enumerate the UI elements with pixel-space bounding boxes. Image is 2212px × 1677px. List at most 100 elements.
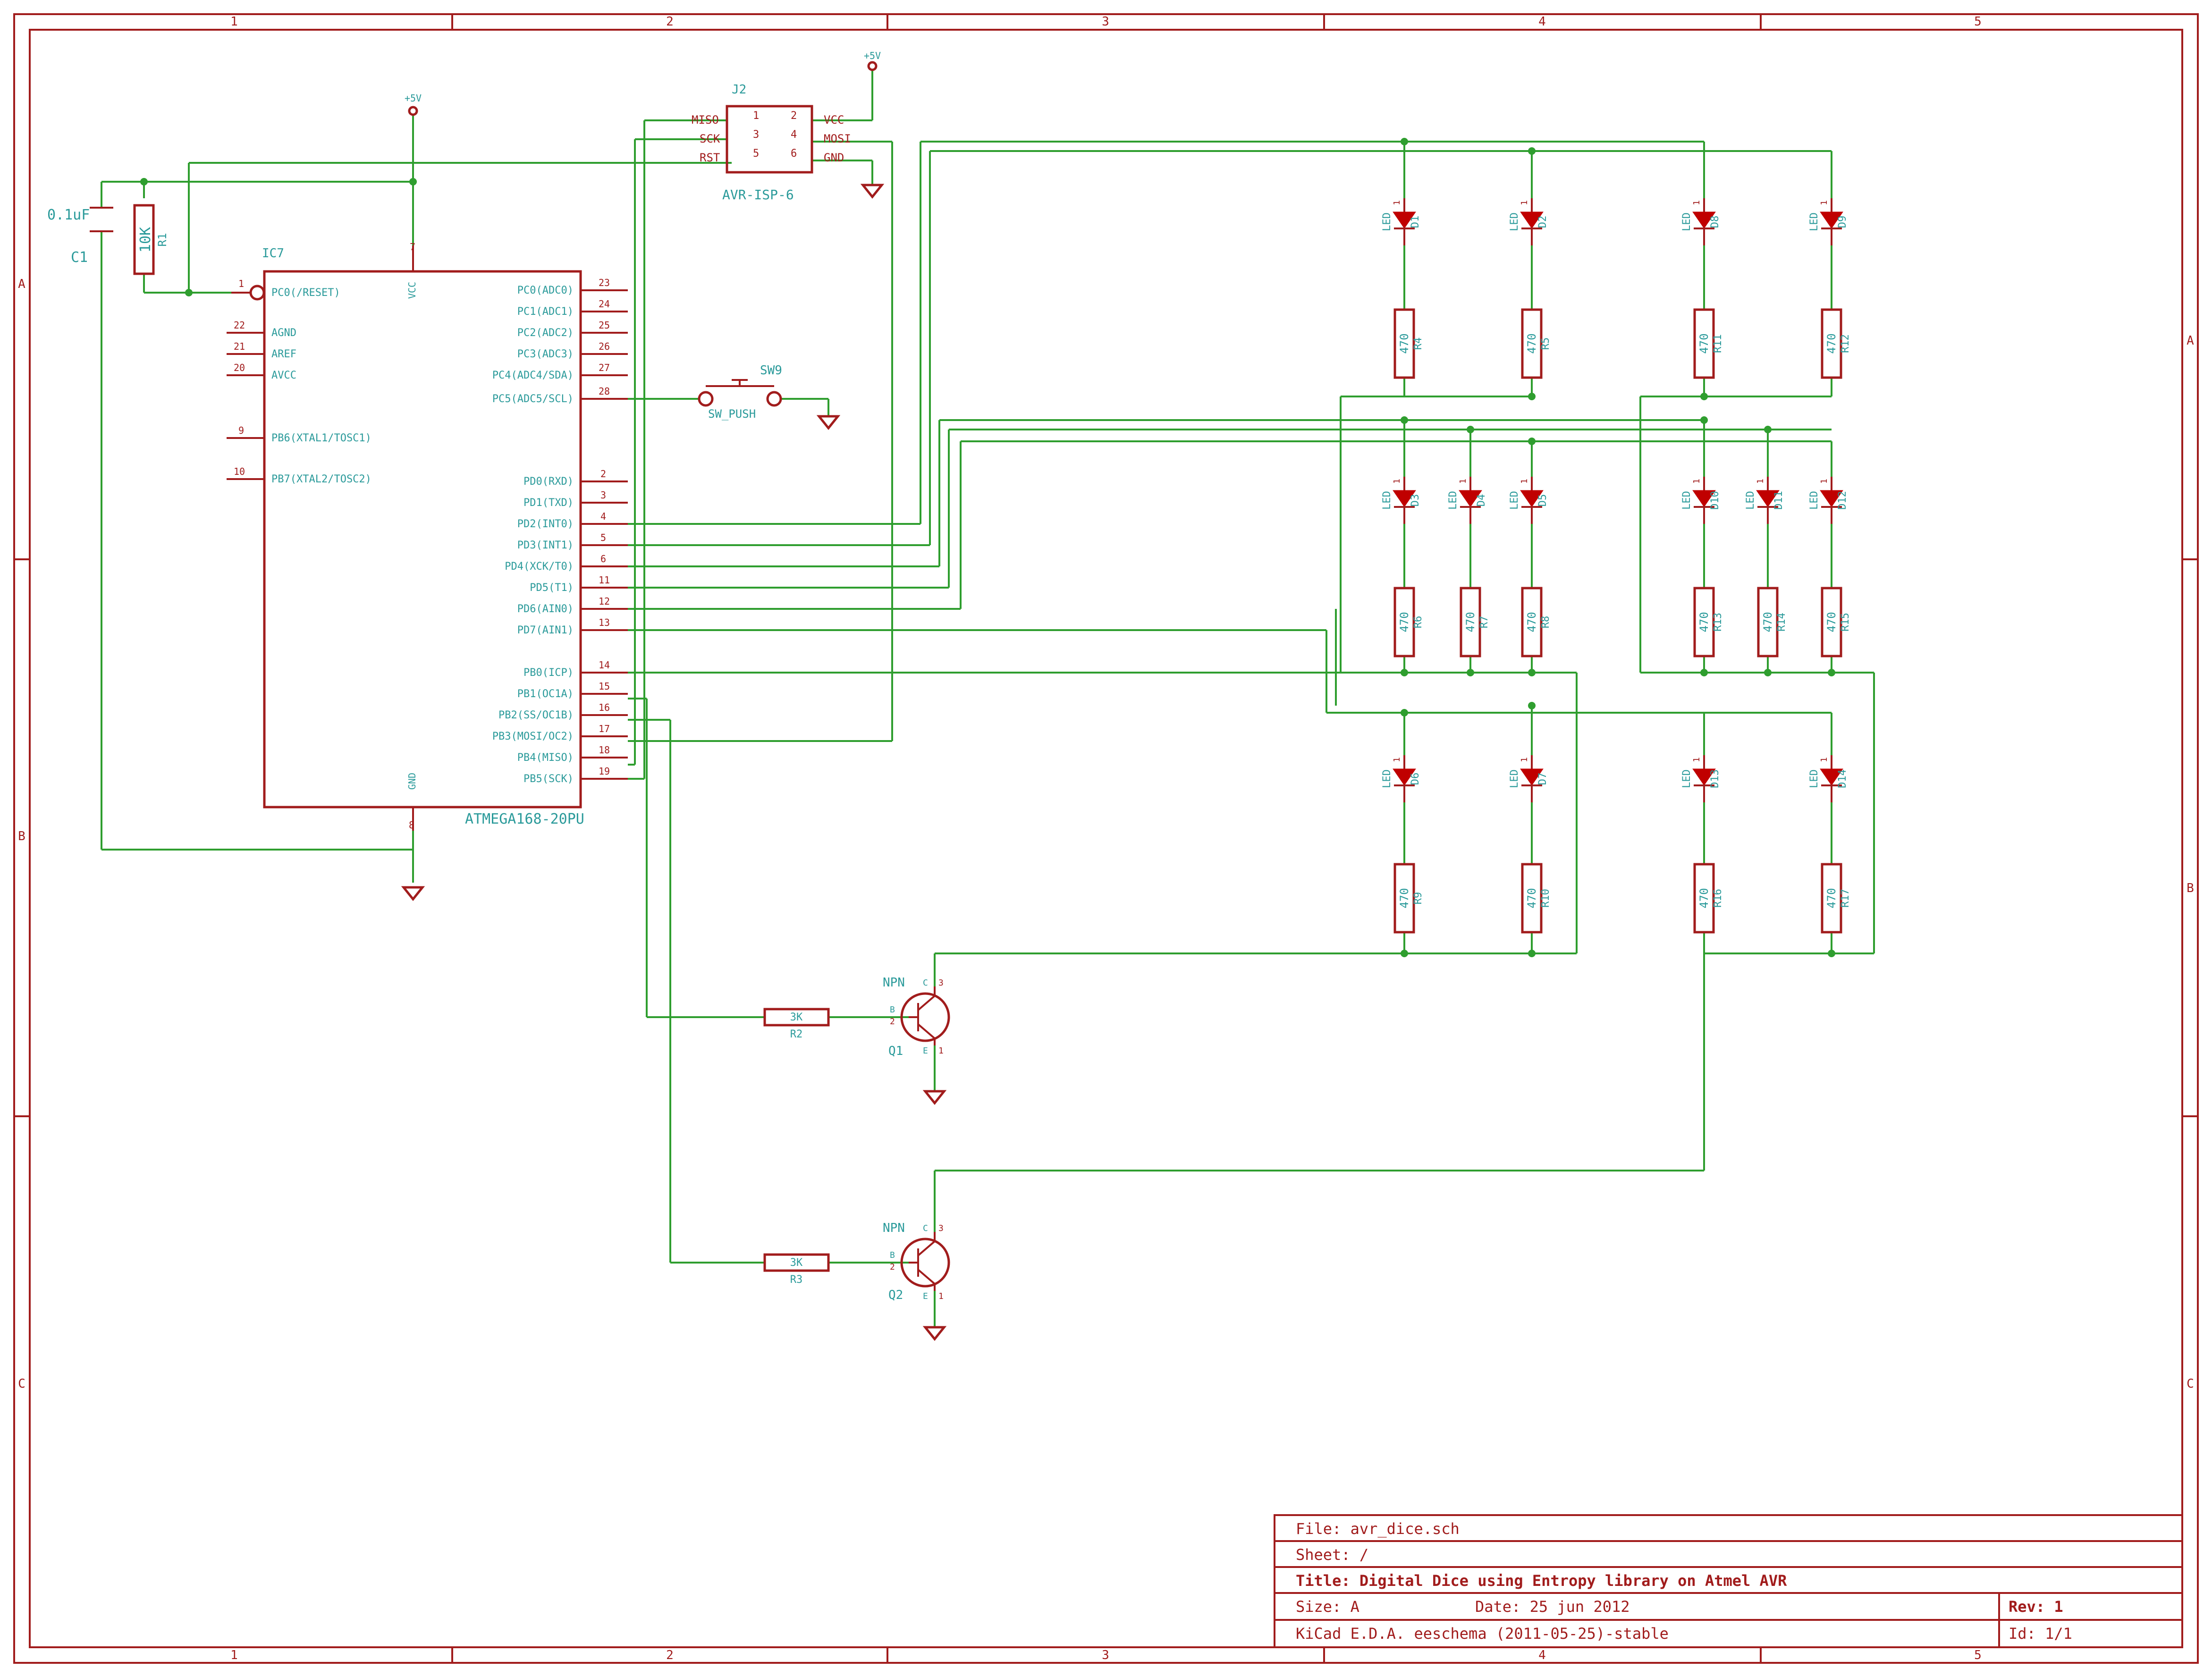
capacitor-c1: 0.1uF C1 — [47, 207, 113, 266]
led-d10-pin-a: 1 — [1692, 479, 1702, 484]
ic7-right-pin-num-26: 26 — [599, 341, 610, 352]
ic7-right-pin-name-25: PC2(ADC2) — [517, 327, 574, 339]
led-d3-pin-a: 1 — [1392, 479, 1402, 484]
col-2-top: 2 — [666, 15, 674, 29]
q2-type: NPN — [883, 1221, 905, 1235]
j2-label-vcc: VCC — [824, 113, 844, 126]
led-d8-value: LED — [1681, 212, 1693, 231]
j2-label-gnd: GND — [824, 151, 844, 164]
q1-pin-e-num: 1 — [938, 1046, 944, 1056]
r3-value: 3K — [790, 1257, 803, 1269]
led-d5-pin-a: 1 — [1520, 479, 1529, 484]
led-d1-ref: D1 — [1410, 216, 1421, 228]
q2-pin-b: B — [890, 1250, 895, 1260]
ic7-left-pin-num-21: 21 — [234, 341, 245, 352]
led-d11-ref: D11 — [1773, 491, 1785, 510]
ic7-pin8-num: 8 — [409, 819, 414, 831]
ic7-left-pin-num-22: 22 — [234, 320, 245, 331]
j2-label-rst: RST — [700, 151, 720, 164]
ic7-vcc-name: VCC — [406, 282, 418, 299]
led-d13: LED D13 1 — [1681, 755, 1721, 802]
row-b-left: B — [18, 829, 25, 843]
title-block-date: Date: 25 jun 2012 — [1475, 1598, 1630, 1616]
ic7-right-pin-name-28: PC5(ADC5/SCL) — [492, 393, 574, 405]
col-3-bottom: 3 — [1102, 1648, 1109, 1662]
row-b-right: B — [2187, 881, 2194, 895]
led-d10: LED D10 1 — [1681, 477, 1721, 524]
ground-symbols — [401, 184, 947, 1341]
led-d7-ref: D7 — [1537, 773, 1549, 785]
led-d3-ref: D3 — [1410, 494, 1421, 507]
vcc-label-ic: +5V — [405, 93, 422, 104]
r6-value: 470 — [1398, 612, 1411, 632]
r10-value: 470 — [1525, 888, 1538, 908]
sw9-ref: SW9 — [760, 363, 782, 378]
j2-label-sck: SCK — [700, 132, 720, 145]
led-d6-value: LED — [1381, 769, 1393, 788]
led-d4-ref: D4 — [1476, 494, 1487, 507]
led-d11-pin-a: 1 — [1756, 479, 1765, 484]
led-d12-pin-a: 1 — [1819, 479, 1829, 484]
j2-pin-4: 4 — [791, 129, 797, 141]
led-d9-value: LED — [1808, 212, 1820, 231]
ic7-left-pin-num-9: 9 — [238, 425, 244, 436]
led-d9-ref: D9 — [1837, 216, 1849, 228]
r8-ref: R8 — [1540, 616, 1552, 629]
ic7-right-pin-name-4: PD2(INT0) — [517, 518, 574, 530]
led-d6-ref: D6 — [1410, 773, 1421, 785]
resistor-r2: 3K R2 — [763, 1008, 830, 1040]
ic7-right-pin-num-4: 4 — [600, 511, 606, 522]
j2-pin-1: 1 — [753, 110, 759, 122]
q1-pin-c: C — [923, 978, 928, 988]
led-d4-value: LED — [1447, 491, 1459, 510]
title-block-kicad: KiCad E.D.A. eeschema (2011-05-25)-stabl… — [1296, 1625, 1669, 1643]
r16-value: 470 — [1697, 888, 1711, 908]
led-d7-value: LED — [1509, 769, 1520, 788]
q1-type: NPN — [883, 976, 905, 990]
isp-header-j2: J2 AVR-ISP-6 MISO SCK RST VCC MOSI GND 1… — [692, 83, 851, 202]
vcc-symbol-isp: +5V — [864, 50, 881, 71]
ic7-right-pin-num-27: 27 — [599, 362, 610, 373]
title-block-id: Id: 1/1 — [2009, 1625, 2072, 1643]
led-d8: LED D8 1 — [1681, 198, 1721, 245]
led-d6: LED D6 1 — [1381, 755, 1421, 802]
r17-ref: R17 — [1840, 889, 1851, 908]
r14-ref: R14 — [1776, 613, 1788, 632]
ic7-right-pin-num-17: 17 — [599, 723, 610, 734]
ic7-left-pin-name-10: PB7(XTAL2/TOSC2) — [271, 473, 371, 485]
led-d12-ref: D12 — [1837, 491, 1849, 510]
ic7-right-pin-name-14: PB0(ICP) — [523, 667, 574, 679]
ic7-right-pin-name-15: PB1(OC1A) — [517, 688, 574, 700]
r16-ref: R16 — [1712, 889, 1724, 908]
led-d9-pin-a: 1 — [1819, 200, 1829, 205]
q1-pin-c-num: 3 — [938, 978, 944, 988]
r4-ref: R4 — [1412, 337, 1424, 350]
vcc-label-isp: +5V — [864, 50, 881, 61]
r9-value: 470 — [1398, 888, 1411, 908]
title-block-rev: Rev: 1 — [2009, 1598, 2063, 1616]
ic7-gnd-name: GND — [406, 773, 418, 790]
ic7-left-pin-num-20: 20 — [234, 362, 245, 373]
q2-pin-b-num: 2 — [890, 1262, 895, 1272]
j2-label-mosi: MOSI — [824, 132, 851, 145]
r4-value: 470 — [1398, 333, 1411, 354]
led-d4: LED D4 1 — [1447, 477, 1487, 524]
r6-ref: R6 — [1412, 616, 1424, 629]
j2-pin-2: 2 — [791, 110, 797, 122]
j2-pin-5: 5 — [753, 148, 759, 160]
r10-ref: R10 — [1540, 889, 1552, 908]
r5-ref: R5 — [1540, 337, 1552, 350]
led-d13-value: LED — [1681, 769, 1693, 788]
led-d13-ref: D13 — [1709, 769, 1721, 788]
r11-ref: R11 — [1712, 334, 1724, 353]
col-1-top: 1 — [230, 15, 238, 29]
ic7-left-pin-name-1: PC0(/RESET) — [271, 287, 340, 299]
ic7-right-pin-name-18: PB4(MISO) — [517, 752, 574, 764]
